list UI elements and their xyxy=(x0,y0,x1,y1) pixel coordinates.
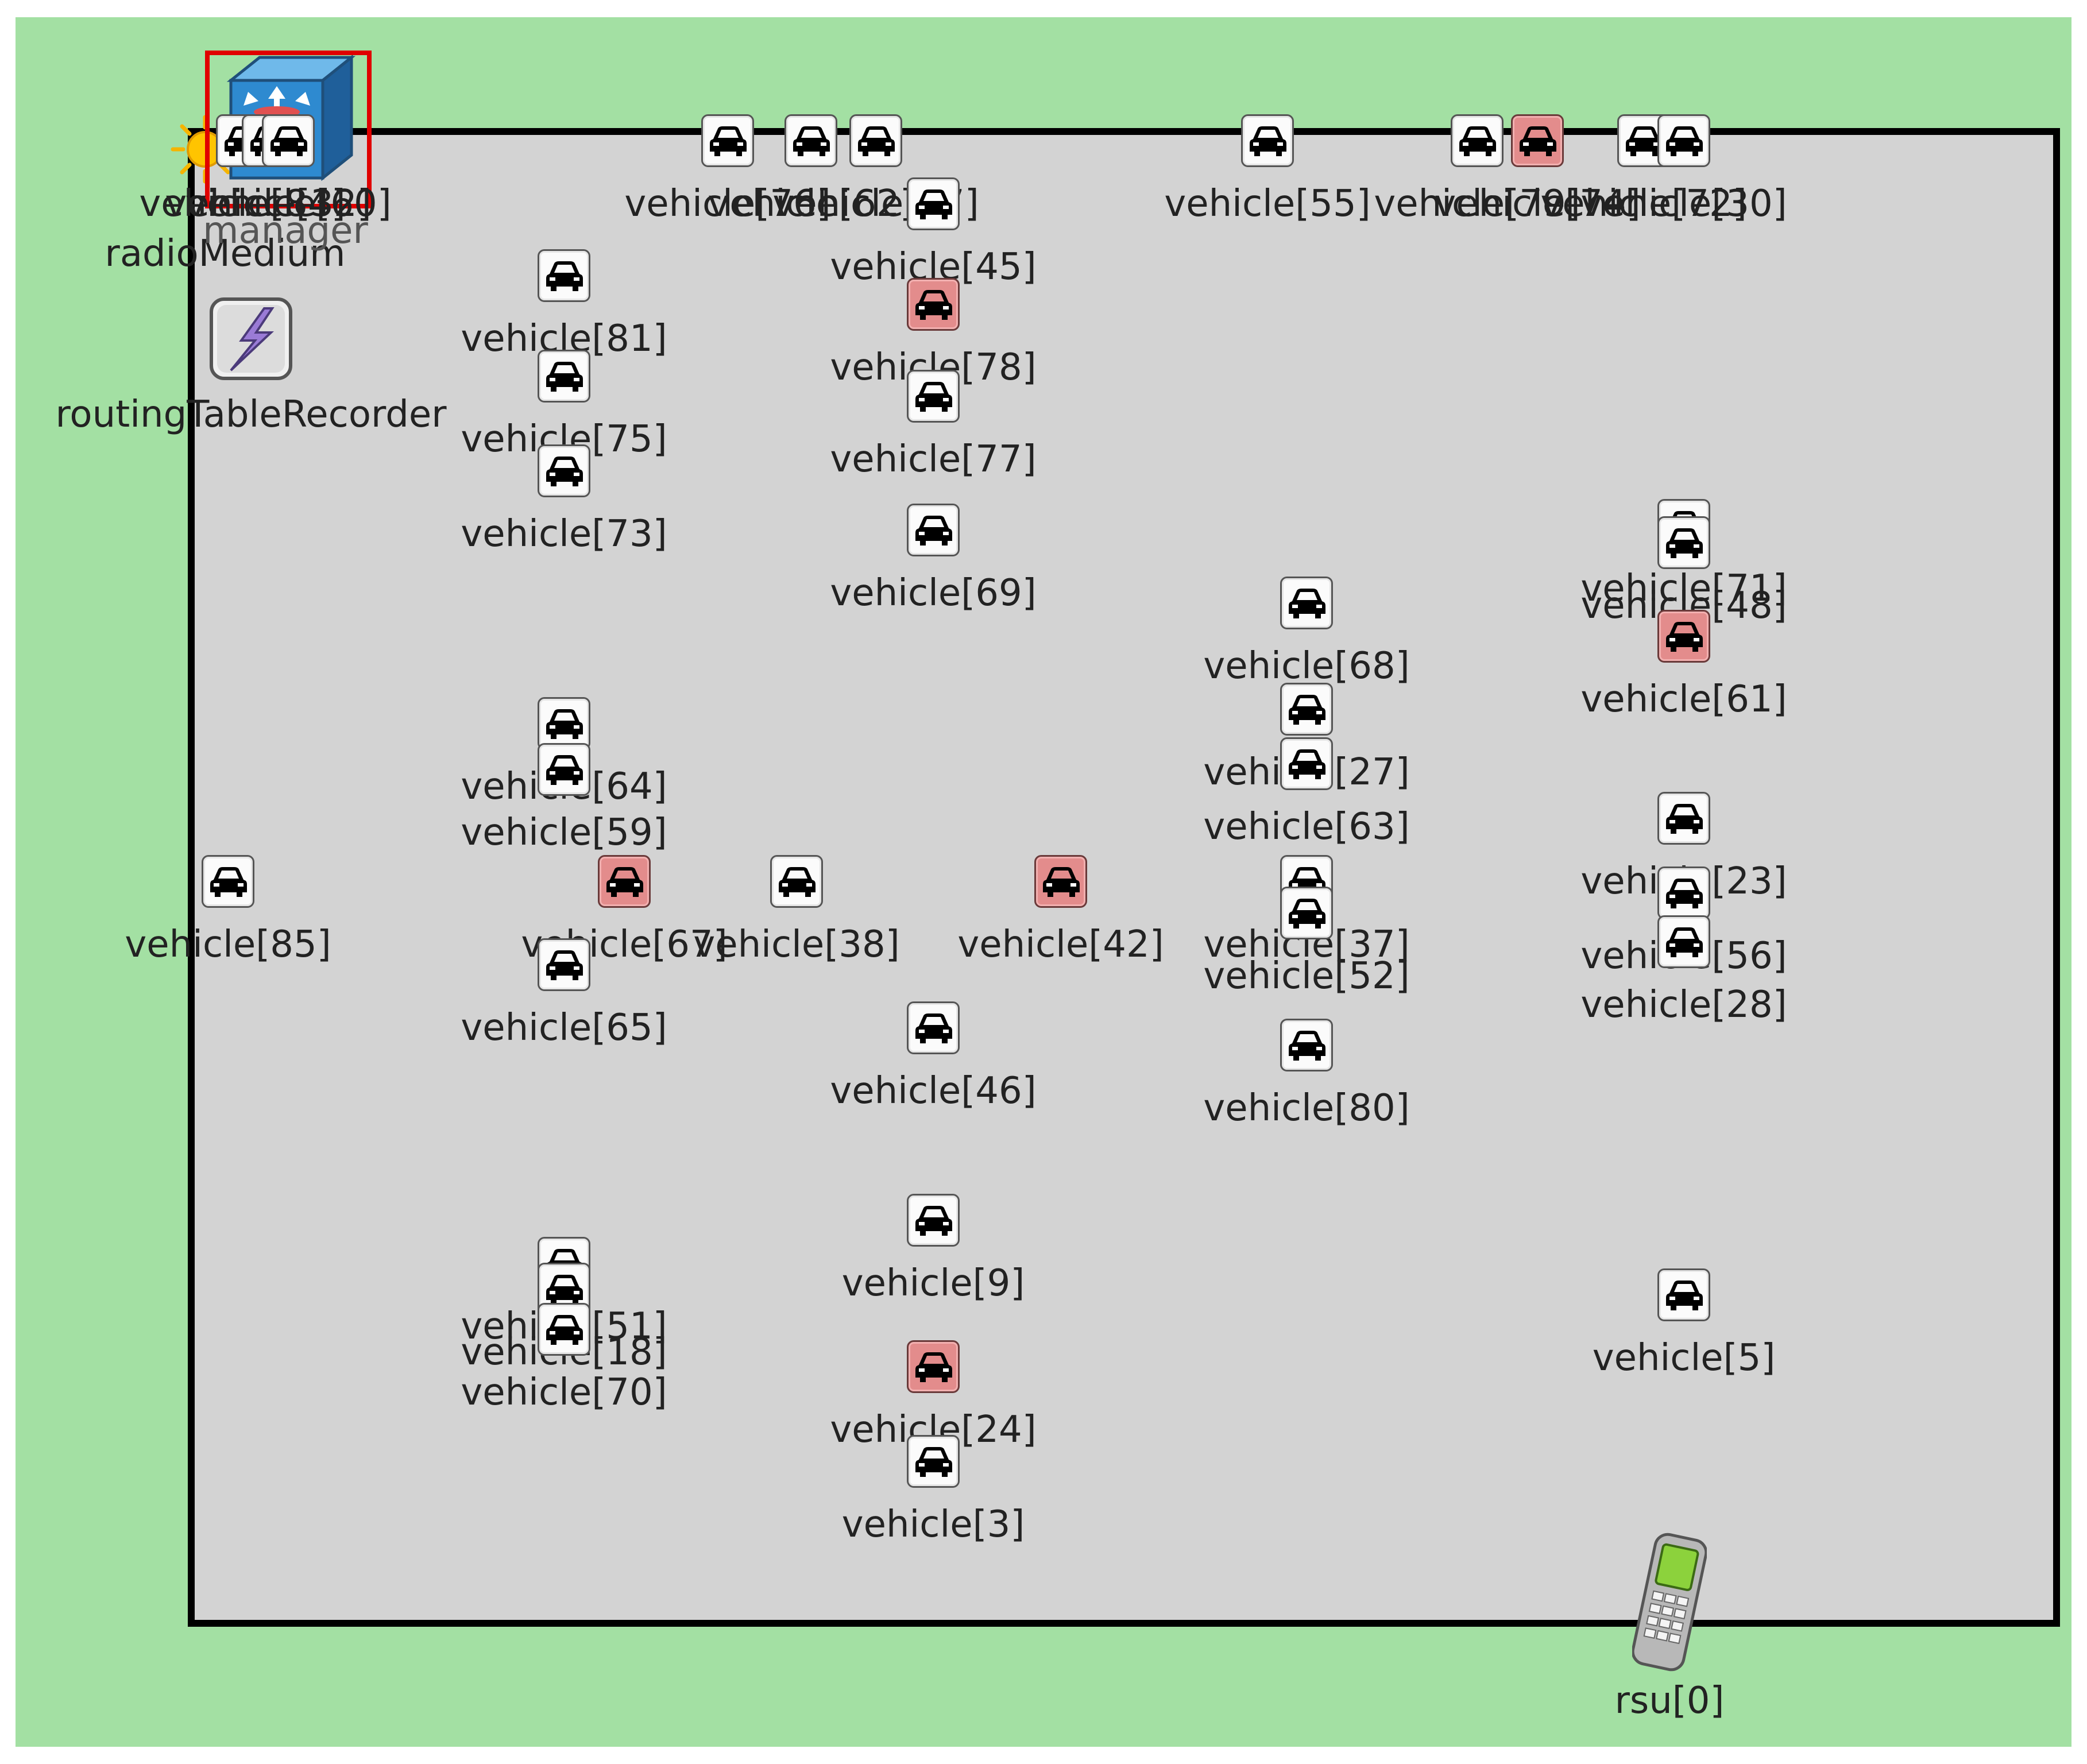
vehicle-label: vehicle[85] xyxy=(125,923,331,966)
radio-medium-label: radioMedium xyxy=(105,233,346,275)
vehicle-label: vehicle[59] xyxy=(461,811,667,854)
vehicle-label: vehicle[76] xyxy=(624,183,831,225)
vehicle-label: vehicle[72] xyxy=(1540,183,1747,225)
car-icon xyxy=(907,278,960,331)
car-icon xyxy=(1657,516,1710,569)
vehicle-label: vehicle[9] xyxy=(841,1262,1025,1305)
vehicle-label: vehicle[62] xyxy=(708,183,914,225)
vehicle-label: vehicle[68] xyxy=(1203,645,1410,687)
network-canvas: radioMedium manager xyxy=(16,17,2071,1747)
car-icon xyxy=(1657,1268,1710,1321)
vehicle-label: vehicle[77] xyxy=(830,438,1037,481)
car-icon xyxy=(907,370,960,423)
car-icon xyxy=(538,697,590,750)
vehicle-label: vehicle[79] xyxy=(1374,183,1580,225)
car-icon xyxy=(538,1303,590,1356)
car-icon xyxy=(907,1194,960,1247)
vehicle-label: vehicle[32] xyxy=(165,183,372,225)
lightning-tool-icon xyxy=(208,296,294,382)
routing-table-recorder-label: routingTableRecorder xyxy=(55,393,447,436)
vehicle-label: vehicle[71] xyxy=(1580,567,1787,610)
vehicle-label: vehicle[61] xyxy=(1580,678,1787,721)
car-icon xyxy=(1280,577,1333,629)
car-icon xyxy=(1657,915,1710,968)
car-icon xyxy=(701,114,754,167)
car-icon xyxy=(1657,114,1710,167)
car-icon xyxy=(538,249,590,302)
vehicle-label: vehicle[42] xyxy=(957,923,1164,966)
vehicle-label: vehicle[46] xyxy=(830,1070,1037,1112)
vehicle-label: vehicle[30] xyxy=(1580,183,1787,225)
car-icon xyxy=(907,177,960,230)
car-icon xyxy=(907,1340,960,1393)
vehicle-label: vehicle[55] xyxy=(1164,183,1371,225)
car-icon xyxy=(202,855,254,908)
playground-area xyxy=(188,128,2060,1627)
vehicle-label: vehicle[69] xyxy=(830,572,1037,614)
car-icon xyxy=(1657,866,1710,919)
vehicle-label: vehicle[65] xyxy=(461,1007,667,1049)
manager-label: manager xyxy=(203,210,368,252)
car-icon xyxy=(262,114,315,167)
car-icon xyxy=(1034,855,1087,908)
vehicle-label: vehicle[70] xyxy=(461,1371,667,1414)
vehicle-label: vehicle[3] xyxy=(841,1503,1025,1546)
car-icon xyxy=(538,444,590,497)
vehicle-label: vehicle[80] xyxy=(1203,1087,1410,1129)
vehicle-label: vehicle[74] xyxy=(1434,183,1641,225)
car-icon xyxy=(1241,114,1294,167)
car-icon xyxy=(907,504,960,556)
vehicle-label: vehicle[84] xyxy=(139,183,346,225)
car-icon xyxy=(538,743,590,796)
car-icon xyxy=(1657,610,1710,663)
car-icon xyxy=(538,350,590,403)
car-icon xyxy=(598,855,651,908)
vehicle-label: vehicle[52] xyxy=(1203,955,1410,997)
car-icon xyxy=(1280,683,1333,736)
vehicle-label: vehicle[60] xyxy=(185,183,392,225)
car-icon xyxy=(907,1435,960,1488)
vehicle-label: vehicle[73] xyxy=(461,513,667,555)
cellphone-icon xyxy=(1631,1530,1708,1674)
car-icon xyxy=(849,114,902,167)
vehicle-label: vehicle[5] xyxy=(1592,1337,1776,1379)
car-icon xyxy=(538,938,590,991)
vehicle-label: vehicle[38] xyxy=(693,923,900,966)
vehicle-label: vehicle[63] xyxy=(1203,806,1410,848)
car-icon xyxy=(784,114,837,167)
car-icon xyxy=(907,1001,960,1054)
car-icon xyxy=(1511,114,1564,167)
rsu-label: rsu[0] xyxy=(1614,1680,1725,1722)
car-icon xyxy=(1657,792,1710,845)
car-icon xyxy=(1280,887,1333,939)
car-icon xyxy=(1280,1019,1333,1071)
vehicle-label: vehicle[28] xyxy=(1580,984,1787,1026)
car-icon xyxy=(1280,737,1333,790)
car-icon xyxy=(770,855,823,908)
selection-frame xyxy=(205,51,372,208)
car-icon xyxy=(1451,114,1504,167)
